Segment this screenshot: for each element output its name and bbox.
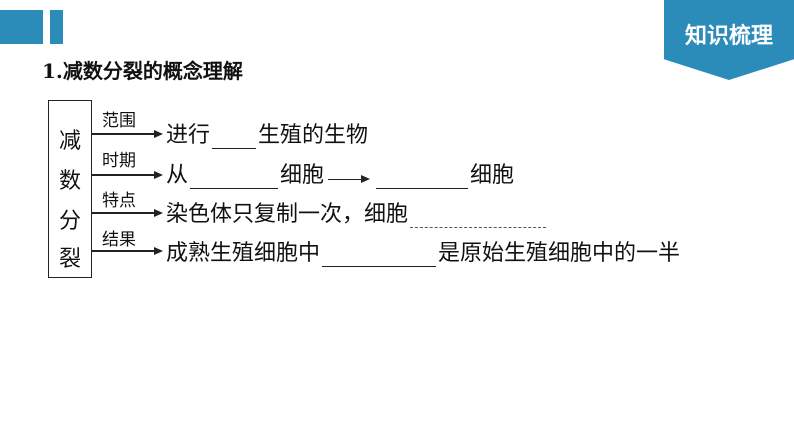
concept-char: 减 xyxy=(58,129,81,154)
blank-field[interactable] xyxy=(322,246,437,267)
label-feature: 特点 xyxy=(102,191,136,211)
blank-field[interactable] xyxy=(410,207,547,228)
text: 细胞 xyxy=(280,163,325,188)
decor-block-small xyxy=(50,10,63,44)
row-feature: 染色体只复制一次，细胞 xyxy=(166,196,548,228)
row-scope: 进行 生殖的生物 xyxy=(166,117,368,149)
label-period: 时期 xyxy=(102,151,136,171)
text: 是原始生殖细胞中的一半 xyxy=(438,241,681,266)
arrow-icon xyxy=(91,130,163,137)
arrow-icon xyxy=(328,175,371,182)
decor-block-large xyxy=(0,10,43,44)
row-period: 从 细胞 细胞 xyxy=(166,157,514,189)
arrow-icon xyxy=(91,209,163,216)
label-result: 结果 xyxy=(102,230,136,250)
concept-char: 分 xyxy=(58,209,81,234)
concept-char: 数 xyxy=(58,169,81,194)
text: 进行 xyxy=(166,123,211,148)
arrow-icon xyxy=(91,247,163,254)
section-title: 1.减数分裂的概念理解 xyxy=(42,59,243,83)
blank-field[interactable] xyxy=(212,128,257,149)
text: 细胞 xyxy=(470,163,515,188)
section-badge: 知识梳理 xyxy=(664,0,794,80)
concept-box: 减 数 分 裂 xyxy=(48,100,92,278)
concept-char: 裂 xyxy=(58,247,81,272)
blank-field[interactable] xyxy=(376,168,469,189)
blank-field[interactable] xyxy=(190,168,279,189)
text: 生殖的生物 xyxy=(258,123,369,148)
badge-label: 知识梳理 xyxy=(684,24,773,49)
text: 成熟生殖细胞中 xyxy=(166,241,321,266)
row-result: 成熟生殖细胞中 是原始生殖细胞中的一半 xyxy=(166,235,680,267)
arrow-icon xyxy=(91,171,163,178)
text: 染色体只复制一次，细胞 xyxy=(166,202,409,227)
label-scope: 范围 xyxy=(102,111,136,131)
text: 从 xyxy=(166,163,189,188)
